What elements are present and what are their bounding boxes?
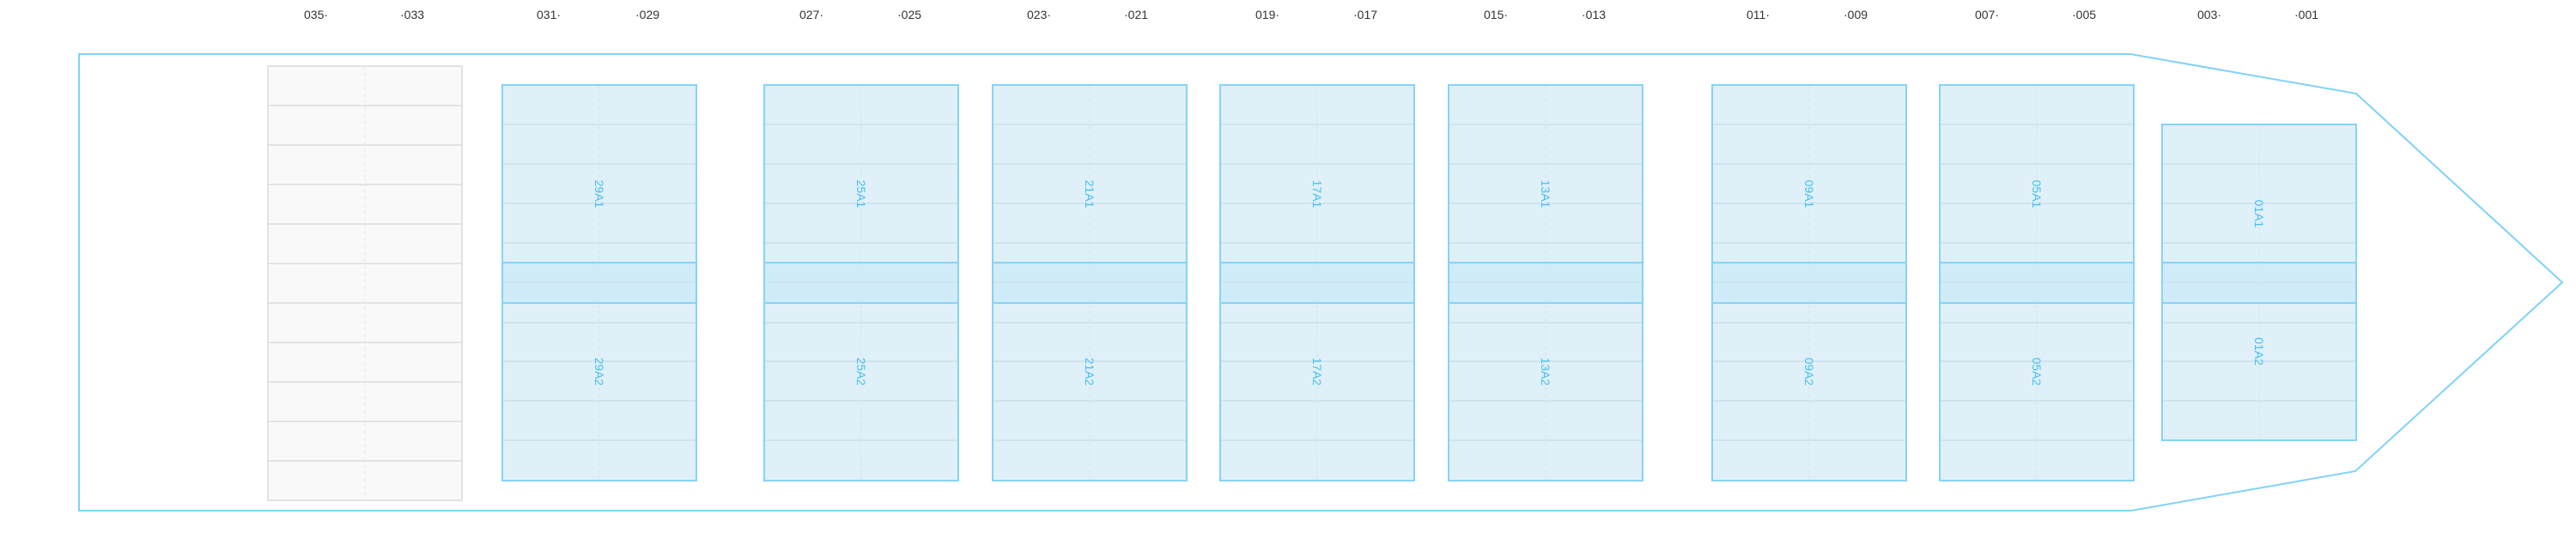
bay-slot-label-upper: 09A1	[1802, 180, 1816, 209]
bay-number-label: ·009	[1844, 8, 1868, 21]
bay-slot-label-lower: 21A2	[1083, 358, 1097, 386]
bay-number-label: ·005	[2072, 8, 2096, 21]
bay-slot-label-upper: 13A1	[1539, 180, 1552, 209]
bay-number-label: 015·	[1484, 8, 1508, 21]
hatch-band-border	[1939, 262, 2135, 304]
bay-number-label: 027·	[799, 8, 823, 21]
bay-slot-label-lower: 05A2	[2030, 358, 2044, 386]
bay-13[interactable]: 13A1 13A2	[1448, 84, 1643, 481]
bay-number-label: 003·	[2197, 8, 2221, 21]
hatch-band-border	[1448, 262, 1643, 304]
bay-slot-label-upper: 25A1	[854, 180, 868, 209]
bay-33[interactable]	[267, 65, 463, 501]
bay-number-label: ·029	[635, 8, 659, 21]
bay-17[interactable]: 17A1 17A2	[1219, 84, 1415, 481]
bay-slot-label-upper: 29A1	[592, 180, 606, 209]
bays-group: 29A1 29A2 25A1 25A2 21A1 21A2 17A1 17A2 13A1 13A2…	[267, 65, 2357, 501]
bay-29[interactable]: 29A1 29A2	[501, 84, 697, 481]
bay-25[interactable]: 25A1 25A2	[763, 84, 959, 481]
bay-number-label: 011·	[1747, 8, 1770, 21]
hatch-band-border	[1711, 262, 1907, 304]
bay-slot-label-lower: 29A2	[592, 358, 606, 386]
bay-slot-label-upper: 05A1	[2030, 180, 2044, 209]
bay-slot-label-lower: 01A2	[2252, 337, 2266, 366]
bay-number-label: ·025	[897, 8, 921, 21]
ship-hull-outline	[78, 53, 2564, 512]
hatch-band-border	[2161, 262, 2357, 304]
bay-number-label: ·021	[1124, 8, 1148, 21]
bay-number-label: ·017	[1353, 8, 1377, 21]
bay-slot-label-lower: 25A2	[854, 358, 868, 386]
bay-number-row: 035· ·033 031· ·029 027· ·025 023· ·021 019· ·017…	[304, 8, 2318, 21]
bay-number-label: ·001	[2294, 8, 2318, 21]
bay-slot-label-lower: 13A2	[1539, 358, 1552, 386]
hatch-band-border	[992, 262, 1188, 304]
hatch-band-border	[763, 262, 959, 304]
bay-slot-label-upper: 17A1	[1310, 180, 1324, 209]
bay-number-label: 035·	[304, 8, 328, 21]
bay-number-label: 031·	[537, 8, 561, 21]
bay-number-label: ·013	[1582, 8, 1606, 21]
bay-slot-label-lower: 09A2	[1802, 358, 1816, 386]
hatch-band-border	[501, 262, 697, 304]
bay-number-label: 019·	[1255, 8, 1279, 21]
bay-09[interactable]: 09A1 09A2	[1711, 84, 1907, 481]
bay-number-label: 007·	[1975, 8, 1999, 21]
bay-01[interactable]: 01A1 01A2	[2161, 124, 2357, 441]
bay-number-label: ·033	[400, 8, 424, 21]
bay-21[interactable]: 21A1 21A2	[992, 84, 1188, 481]
hatch-band-border	[1219, 262, 1415, 304]
bay-slot-label-upper: 21A1	[1083, 180, 1097, 209]
bay-05[interactable]: 05A1 05A2	[1939, 84, 2135, 481]
bay-number-label: 023·	[1027, 8, 1051, 21]
bay-slot-label-lower: 17A2	[1310, 358, 1324, 386]
bay-slot-label-upper: 01A1	[2252, 200, 2266, 228]
